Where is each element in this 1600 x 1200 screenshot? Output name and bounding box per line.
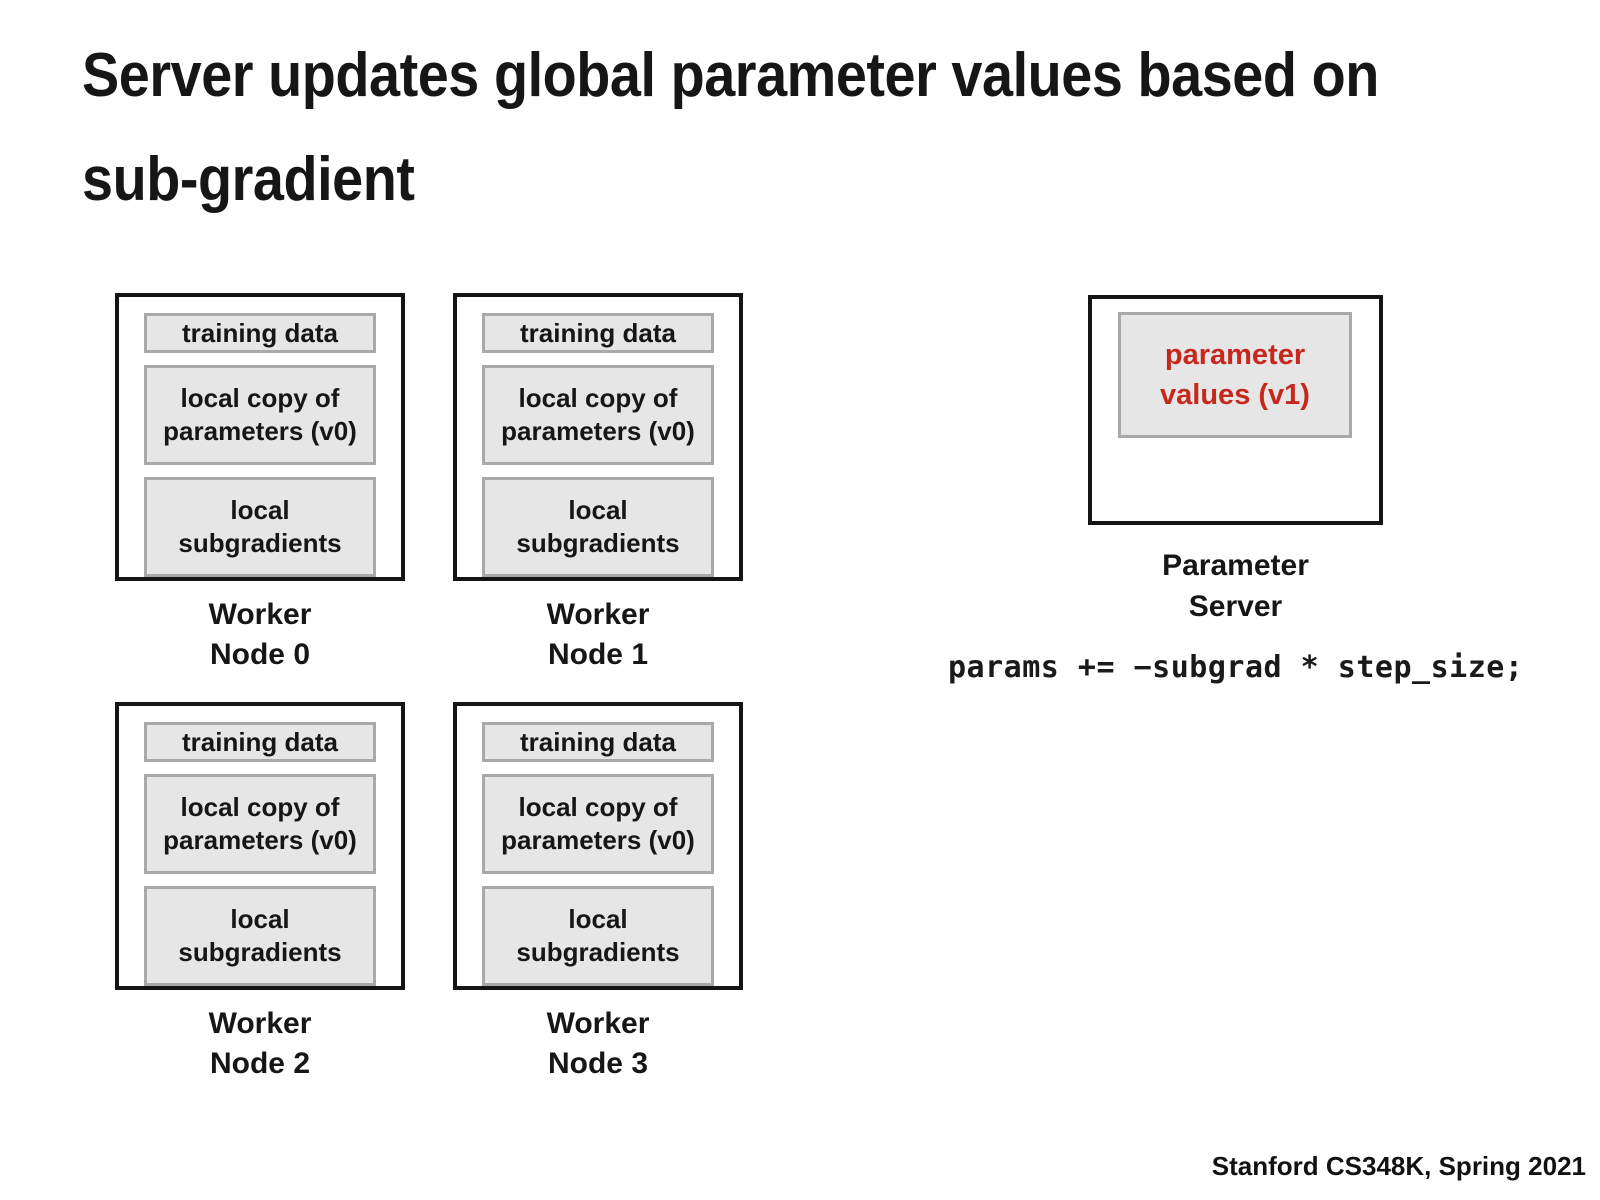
worker-node-3-label-line2: Node 3: [547, 1047, 649, 1080]
worker-node-1-local-parameters-label: local copy of parameters (v0): [501, 383, 695, 446]
worker-node-1-local-subgradients-box: local subgradients: [482, 477, 714, 577]
parameter-server-box: parameter values (v1): [1088, 295, 1383, 525]
worker-node-2: training data local copy of parameters (…: [115, 702, 405, 1084]
worker-node-2-local-subgradients-box: local subgradients: [144, 886, 376, 986]
worker-node-3-label-line1: Worker: [546, 1007, 650, 1040]
worker-node-2-label-line1: Worker: [208, 1007, 312, 1040]
worker-node-1: training data local copy of parameters (…: [453, 293, 743, 675]
worker-node-1-training-data-box: training data: [482, 313, 714, 353]
parameter-server-label: Parameter Server: [1088, 545, 1383, 627]
worker-node-1-label-line2: Node 1: [547, 638, 649, 671]
parameter-server-label-line1: Parameter: [1162, 549, 1309, 582]
worker-node-1-label: Worker Node 1: [453, 595, 743, 675]
parameter-values-line2: values (v1): [1160, 379, 1310, 411]
worker-node-3-box: training data local copy of parameters (…: [453, 702, 743, 990]
slide-title-line2: sub-gradient: [82, 145, 415, 214]
worker-node-0-local-parameters-box: local copy of parameters (v0): [144, 365, 376, 465]
worker-node-3-training-data-box: training data: [482, 722, 714, 762]
worker-node-1-training-data-label: training data: [519, 317, 676, 348]
worker-node-0-label-line1: Worker: [208, 598, 312, 631]
worker-node-3-local-parameters-box: local copy of parameters (v0): [482, 774, 714, 874]
worker-node-2-label: Worker Node 2: [115, 1004, 405, 1084]
worker-node-3: training data local copy of parameters (…: [453, 702, 743, 1084]
worker-node-0-training-data-label: training data: [181, 317, 338, 348]
worker-node-0-training-data-box: training data: [144, 313, 376, 353]
slide-footer: Stanford CS348K, Spring 2021: [1211, 1151, 1586, 1181]
worker-node-3-local-subgradients-label: local subgradients: [516, 904, 680, 967]
worker-node-1-box: training data local copy of parameters (…: [453, 293, 743, 581]
worker-node-1-local-subgradients-label: local subgradients: [516, 495, 680, 558]
slide-title-line1: Server updates global parameter values b…: [82, 41, 1379, 110]
worker-node-2-label-line2: Node 2: [209, 1047, 311, 1080]
slide-title: Server updates global parameter values b…: [82, 24, 1600, 232]
worker-node-2-training-data-box: training data: [144, 722, 376, 762]
worker-node-3-training-data-label: training data: [519, 726, 676, 757]
worker-node-2-local-parameters-box: local copy of parameters (v0): [144, 774, 376, 874]
parameter-server-label-line2: Server: [1188, 590, 1283, 623]
worker-node-0-local-parameters-label: local copy of parameters (v0): [163, 383, 357, 446]
worker-node-0-local-subgradients-label: local subgradients: [178, 495, 342, 558]
worker-node-1-local-parameters-box: local copy of parameters (v0): [482, 365, 714, 465]
worker-node-2-training-data-label: training data: [181, 726, 338, 757]
worker-node-0-local-subgradients-box: local subgradients: [144, 477, 376, 577]
worker-node-0-label-line2: Node 0: [209, 638, 311, 671]
worker-node-2-local-subgradients-label: local subgradients: [178, 904, 342, 967]
worker-node-0-label: Worker Node 0: [115, 595, 405, 675]
worker-node-2-box: training data local copy of parameters (…: [115, 702, 405, 990]
parameter-values-line1: parameter: [1164, 339, 1306, 371]
update-rule-code: params += −subgrad * step_size;: [948, 650, 1524, 685]
worker-node-3-local-subgradients-box: local subgradients: [482, 886, 714, 986]
parameter-values-box: parameter values (v1): [1118, 312, 1352, 438]
worker-node-3-local-parameters-label: local copy of parameters (v0): [501, 792, 695, 855]
parameter-server: parameter values (v1) Parameter Server: [1088, 295, 1383, 627]
worker-node-0-box: training data local copy of parameters (…: [115, 293, 405, 581]
worker-node-1-label-line1: Worker: [546, 598, 650, 631]
worker-node-3-label: Worker Node 3: [453, 1004, 743, 1084]
worker-node-2-local-parameters-label: local copy of parameters (v0): [163, 792, 357, 855]
worker-node-0: training data local copy of parameters (…: [115, 293, 405, 675]
